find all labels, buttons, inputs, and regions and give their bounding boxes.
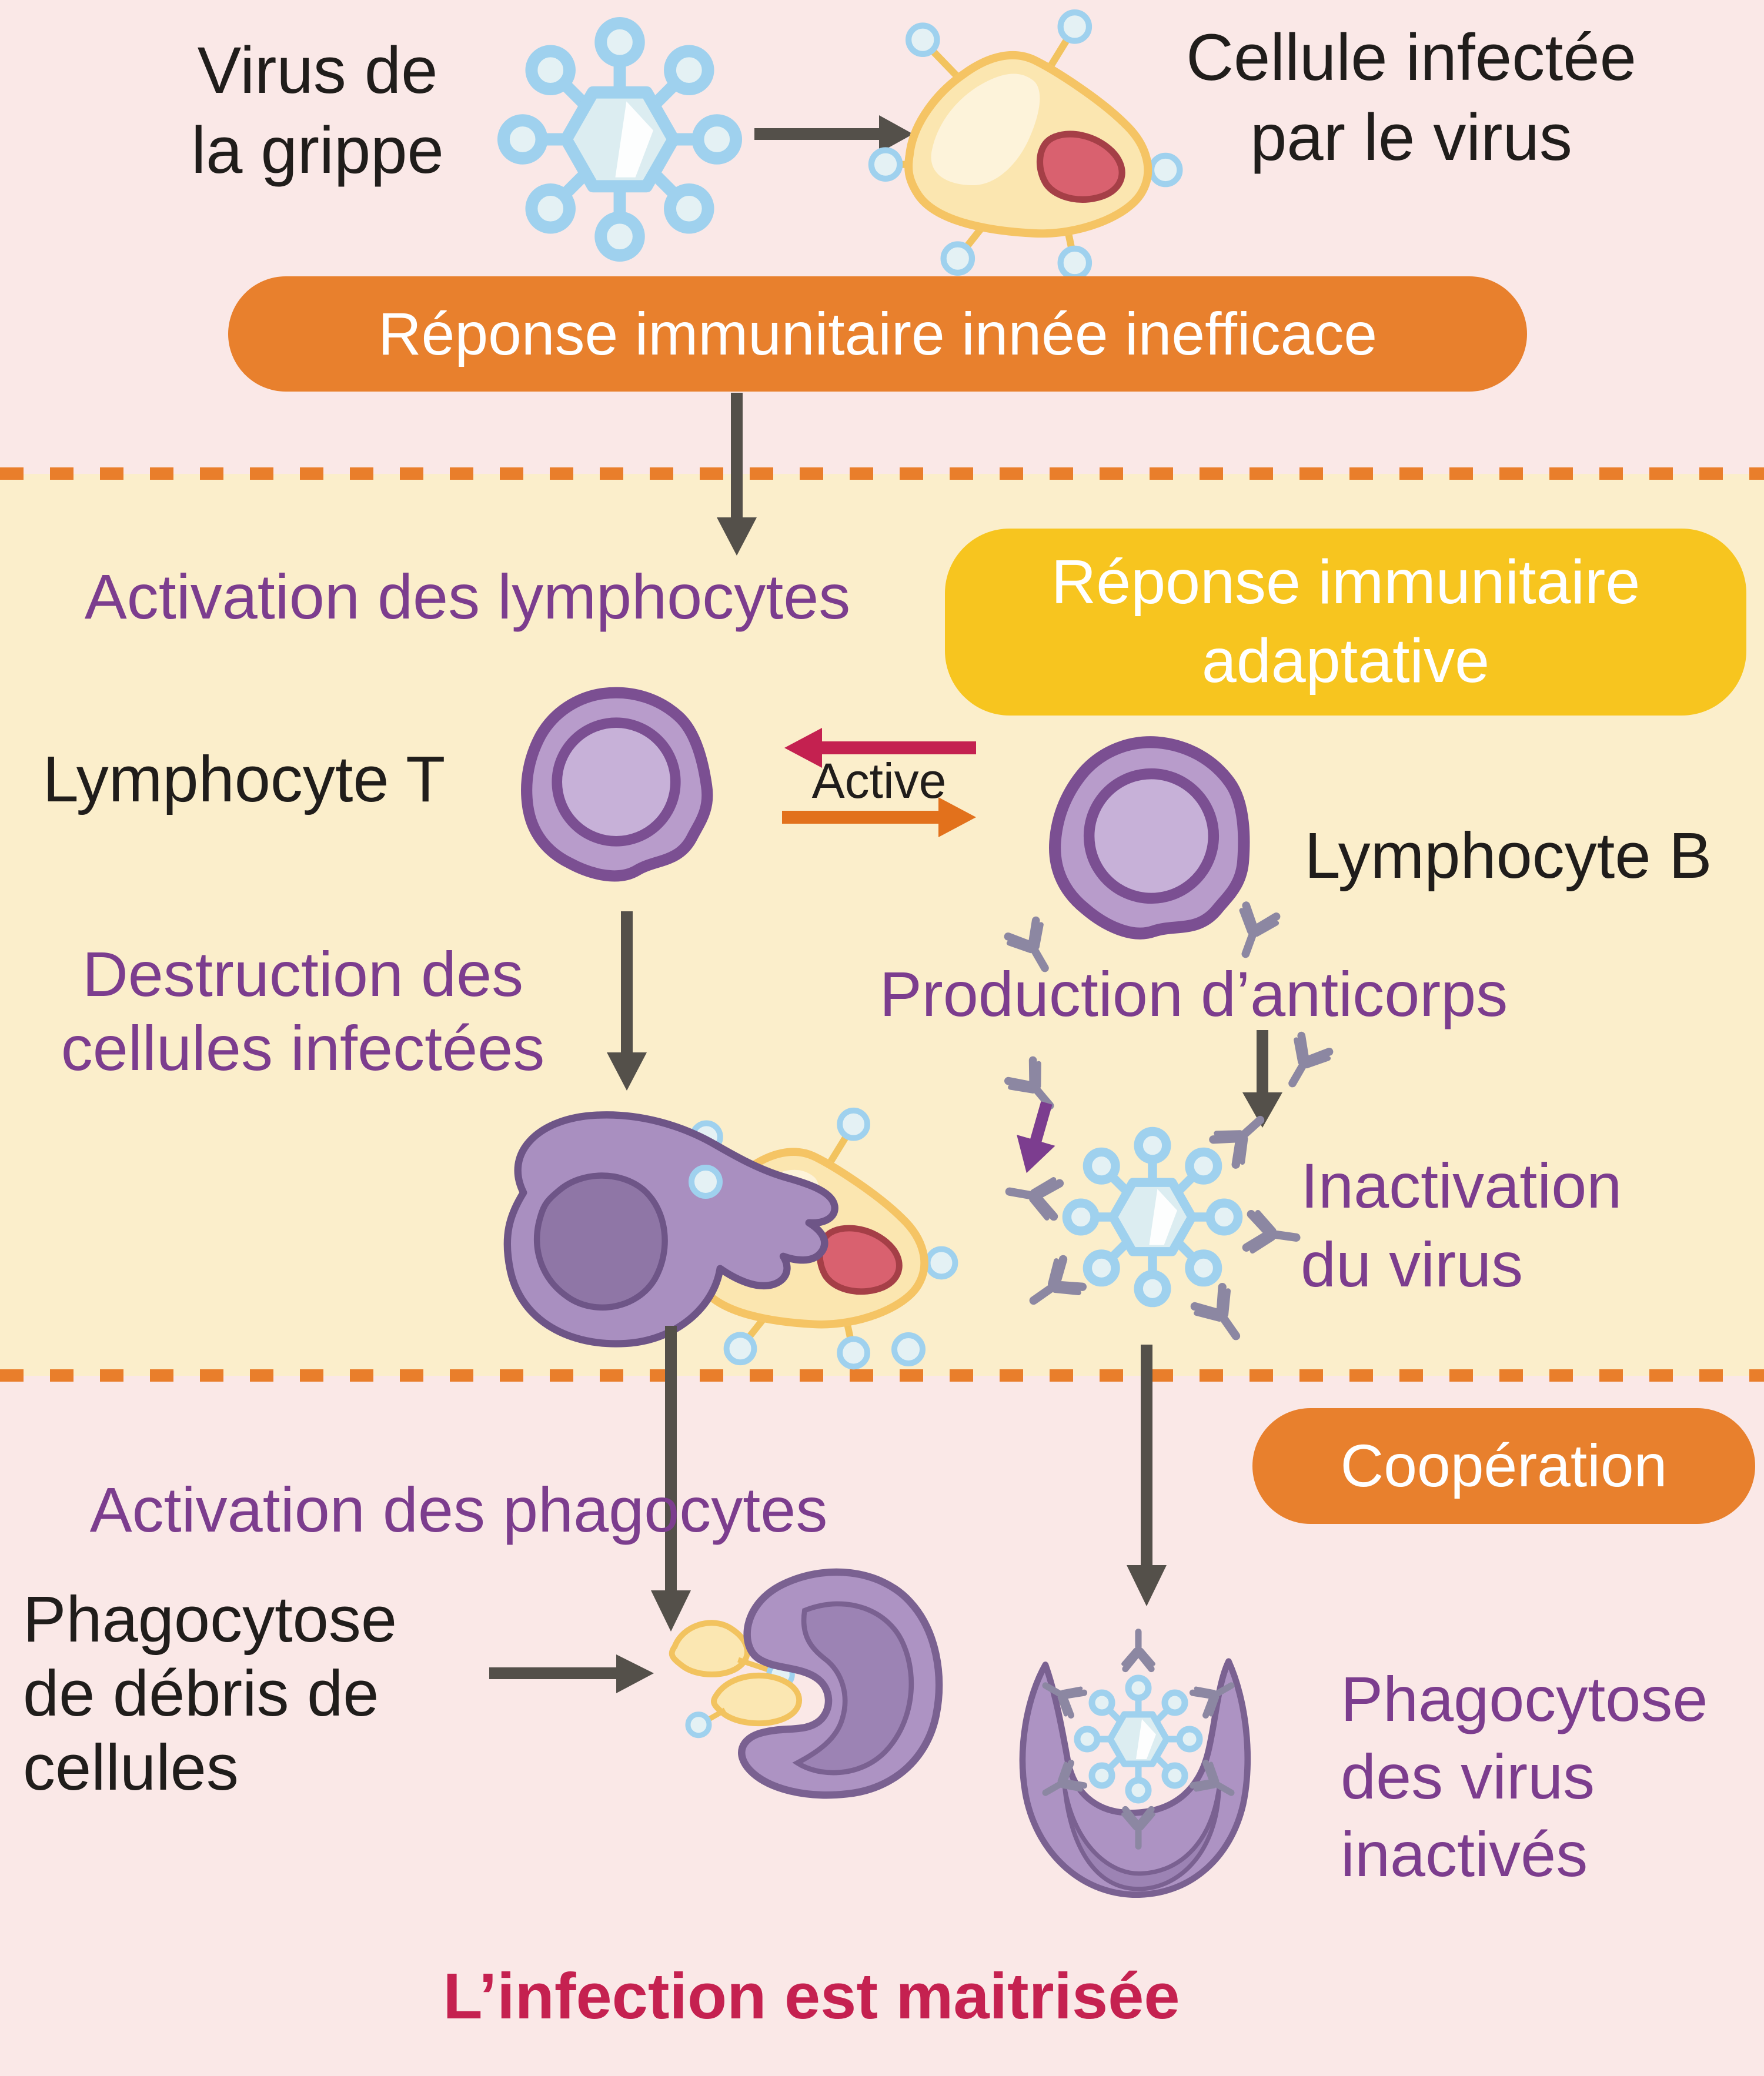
production-anticorps-label: Production d’anticorps: [806, 957, 1582, 1031]
adaptive-response-pill-line1: Réponse immunitaire: [1051, 547, 1641, 617]
dashed-separator-bottom: [0, 1369, 1764, 1382]
phagocytose-virus-line2: des virus: [1341, 1741, 1595, 1812]
lymphocyte-t-label: Lymphocyte T: [6, 742, 482, 817]
phagocytose-debris-line1: Phagocytose: [23, 1583, 397, 1656]
phagocytose-debris-label: Phagocytose de débris de cellules: [23, 1583, 505, 1805]
active-label: Active: [782, 753, 976, 810]
t-cell-attack-icon: [507, 1111, 956, 1367]
t-cell-icon: [527, 693, 707, 876]
adaptive-response-pill: Réponse immunitaire adaptative: [945, 529, 1746, 716]
innate-response-pill-label: Réponse immunitaire innée inefficace: [377, 300, 1378, 367]
cooperation-pill-label: Coopération: [1340, 1432, 1668, 1500]
flu-virus-label-line2: la grippe: [191, 113, 444, 187]
flu-virus-label-line1: Virus de: [197, 34, 438, 107]
flu-virus-icon: [503, 23, 736, 255]
debris-arrow-right-icon: [489, 1654, 654, 1693]
infection-arrow-icon: [754, 115, 913, 153]
innate-response-pill: Réponse immunitaire innée inefficace: [228, 276, 1527, 392]
antibody-arrow-purple-icon: [1017, 1101, 1055, 1174]
active-text: Active: [811, 753, 947, 808]
flu-virus-label: Virus de la grippe: [112, 31, 523, 190]
infected-cell-icon: [871, 12, 1180, 277]
cooperation-pill: Coopération: [1252, 1408, 1755, 1524]
phagocyte-virus-icon: [1023, 1632, 1248, 1895]
arrow-down-left-cooperation-icon: [651, 1326, 691, 1632]
arrow-down-right-cooperation-icon: [1127, 1345, 1167, 1606]
arrow-down-b-icon: [1242, 1030, 1282, 1128]
phagocytose-virus-line3: inactivés: [1341, 1818, 1588, 1890]
production-anticorps-text: Production d’anticorps: [879, 958, 1508, 1029]
dashed-separator-top: [0, 467, 1764, 480]
activation-phagocytes-text: Activation des phagocytes: [89, 1474, 828, 1545]
conclusion-text: L’infection est maitrisée: [443, 1960, 1180, 2032]
lymphocyte-t-text: Lymphocyte T: [42, 743, 446, 815]
activate-arrow-right-icon: [782, 797, 976, 837]
arrow-down-t-icon: [607, 911, 647, 1091]
phagocytose-virus-line1: Phagocytose: [1341, 1663, 1708, 1734]
activation-lymphocytes-title: Activation des lymphocytes: [6, 560, 929, 633]
activate-arrow-left-icon: [784, 728, 976, 768]
inactivation-label: Inactivation du virus: [1301, 1146, 1724, 1304]
destruction-label-line2: cellules infectées: [61, 1012, 545, 1084]
infected-cell-label-line1: Cellule infectée: [1186, 21, 1636, 94]
lymphocyte-b-text: Lymphocyte B: [1304, 820, 1712, 892]
infected-cell-label: Cellule infectée par le virus: [1135, 18, 1688, 178]
inactivation-label-line2: du virus: [1301, 1229, 1524, 1300]
lymphocyte-b-label: Lymphocyte B: [1270, 818, 1746, 893]
infected-cell-label-line2: par le virus: [1250, 101, 1572, 174]
destruction-label: Destruction des cellules infectées: [0, 937, 606, 1085]
conclusion-label: L’infection est maitrisée: [341, 1959, 1282, 2034]
inactivated-virus-icon: [1006, 1106, 1299, 1348]
phagocytose-debris-line3: cellules: [23, 1731, 239, 1804]
arrow-down-innate-icon: [717, 393, 757, 556]
adaptive-response-pill-line2: adaptative: [1201, 626, 1490, 696]
phagocytose-debris-line2: de débris de: [23, 1657, 379, 1730]
b-cell-icon: [1039, 725, 1265, 952]
activation-phagocytes-title: Activation des phagocytes: [6, 1473, 911, 1546]
activation-lymphocytes-text: Activation des lymphocytes: [84, 561, 851, 632]
destruction-label-line1: Destruction des: [82, 938, 524, 1009]
inactivation-label-line1: Inactivation: [1301, 1150, 1622, 1221]
phagocytose-virus-label: Phagocytose des virus inactivés: [1341, 1660, 1764, 1893]
